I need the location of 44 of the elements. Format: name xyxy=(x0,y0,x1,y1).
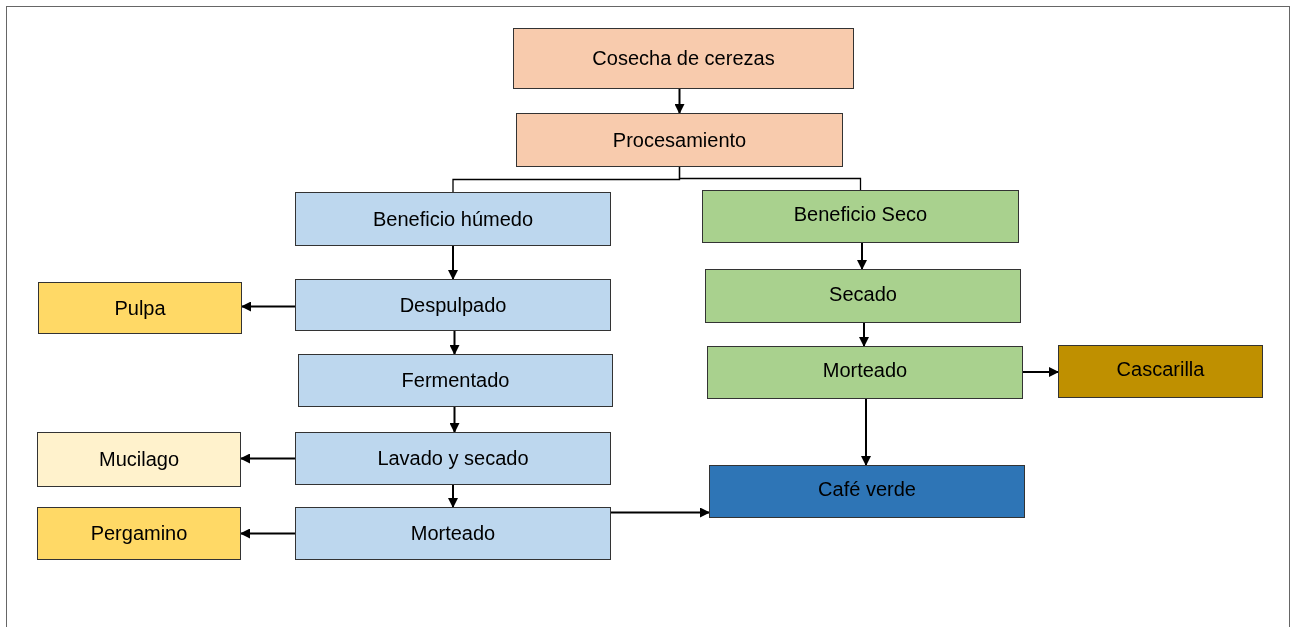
box-label: Secado xyxy=(829,282,897,306)
box-label: Despulpado xyxy=(399,293,507,317)
box-label: Cosecha de cerezas xyxy=(592,47,775,70)
box-label: Café verde xyxy=(818,478,916,501)
box-label: Pulpa xyxy=(114,296,166,320)
process-box xyxy=(1058,345,1263,398)
box-label: Pergamino xyxy=(90,522,188,545)
arrow xyxy=(448,484,458,508)
process-box xyxy=(705,269,1021,323)
box-label: Fermentado xyxy=(401,369,510,392)
box-label: Cascarilla xyxy=(1116,358,1205,381)
arrow xyxy=(449,406,460,433)
process-box xyxy=(37,507,241,560)
arrow xyxy=(240,528,296,539)
arrow xyxy=(859,322,869,347)
arrow xyxy=(1022,367,1059,377)
arrow xyxy=(857,242,867,270)
arrow xyxy=(861,398,871,466)
process-box xyxy=(709,465,1025,518)
process-box xyxy=(702,190,1019,243)
process-box xyxy=(295,432,611,485)
box-label: Morteado xyxy=(410,522,496,545)
box-label: Mucilago xyxy=(98,448,179,471)
connector-line xyxy=(678,166,862,191)
process-box xyxy=(513,28,854,89)
process-box xyxy=(295,192,611,246)
box-label: Beneficio húmedo xyxy=(372,207,534,231)
box-label: Morteado xyxy=(822,359,908,382)
arrow xyxy=(610,507,710,518)
arrow xyxy=(449,330,460,355)
process-box xyxy=(38,282,242,334)
process-box xyxy=(37,432,241,487)
process-box xyxy=(295,279,611,331)
process-box xyxy=(707,346,1023,399)
arrow xyxy=(240,453,296,464)
process-box xyxy=(295,507,611,560)
process-box xyxy=(516,113,843,167)
box-label: Lavado y secado xyxy=(377,447,529,470)
box-label: Beneficio Seco xyxy=(793,203,928,226)
arrow xyxy=(448,245,458,280)
process-box xyxy=(298,354,613,407)
arrow xyxy=(674,88,685,114)
arrow xyxy=(241,301,296,312)
box-label: Procesamiento xyxy=(612,128,747,152)
